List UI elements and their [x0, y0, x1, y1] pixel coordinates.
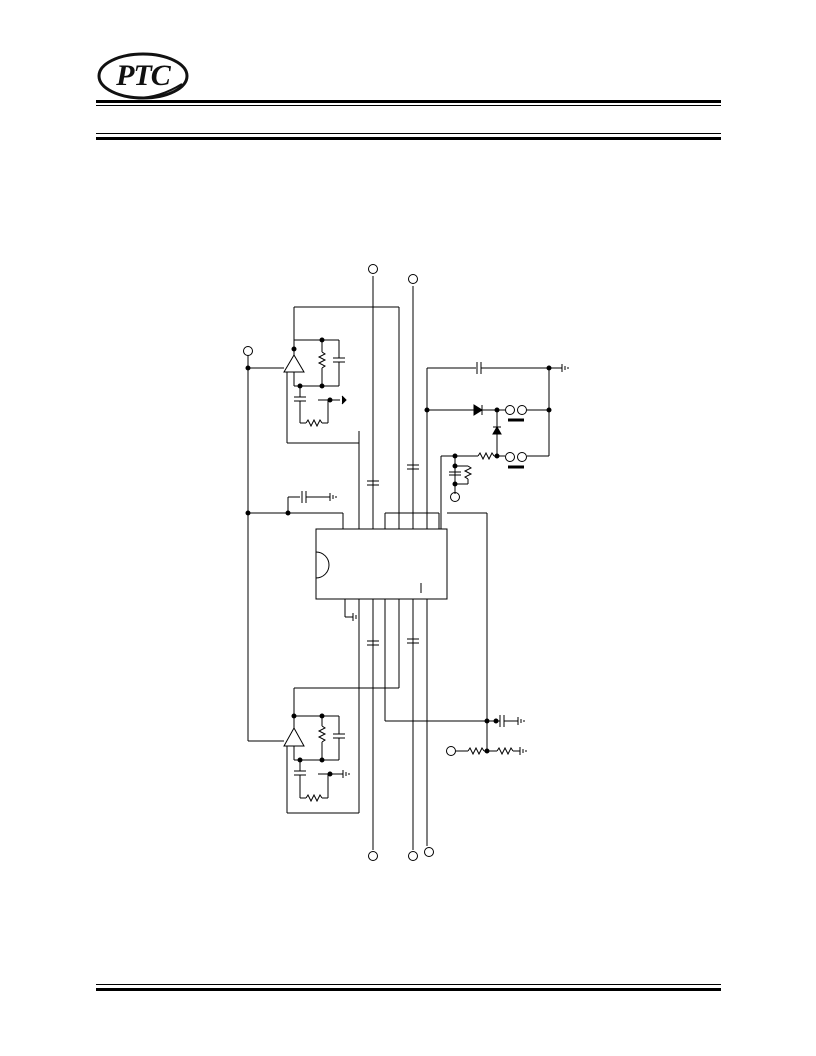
terminal-icon: [450, 492, 460, 502]
resistor-icon: [477, 451, 495, 461]
input-resistor-icon: [305, 418, 323, 428]
opamp-upper-icon: [283, 354, 305, 373]
diode-icon: [473, 404, 483, 416]
ground-icon: [517, 717, 525, 725]
feedback-resistor-icon: [317, 725, 327, 743]
ground-icon: [519, 747, 527, 755]
left-input-bus: [245, 355, 343, 742]
section-rule-thick: [96, 137, 721, 140]
ptc-logo: PTC: [96, 50, 190, 102]
coupling-capacitor-icon: [367, 464, 419, 646]
logo-oval-icon: [97, 52, 189, 100]
logo-text: PTC: [116, 59, 171, 92]
resistor-icon: [467, 746, 485, 756]
terminal-bottom-1: [368, 851, 378, 861]
upper-amplifier-stage: [283, 306, 399, 444]
header-rule-top-thick: [96, 100, 721, 103]
resistor-icon: [496, 746, 514, 756]
opamp-lower-icon: [283, 726, 305, 747]
ic-chip: [315, 528, 448, 600]
header-rule-top-thin: [96, 105, 721, 106]
footer-rule-thick: [96, 988, 721, 991]
footer-rule-thin: [96, 984, 721, 985]
ic-top-pins: [342, 276, 487, 529]
ground-icon: [341, 395, 347, 405]
led-icon: [505, 405, 515, 415]
feedback-resistor-icon: [317, 351, 327, 369]
ic-bottom-pins: [344, 599, 428, 850]
zener-diode-icon: [492, 425, 502, 435]
right-top-network: [424, 362, 569, 529]
ground-icon: [561, 364, 569, 372]
ground-icon: [352, 613, 360, 621]
input-resistor-icon: [305, 793, 323, 803]
right-bottom-network: [385, 513, 527, 756]
lower-amplifier-stage: [283, 687, 399, 814]
led-icon: [505, 452, 515, 462]
ground-icon: [342, 770, 350, 778]
terminal-bottom-2: [408, 851, 418, 861]
led-terminal-icon: [517, 452, 527, 462]
led-terminal-icon: [517, 405, 527, 415]
terminal-top-1: [368, 264, 378, 274]
section-rule-thin: [96, 133, 721, 134]
resistor-icon: [463, 465, 473, 480]
ground-icon: [329, 493, 337, 501]
terminal-left-input-1: [243, 346, 253, 356]
terminal-icon: [446, 746, 456, 756]
terminal-top-2: [408, 274, 418, 284]
terminal-bottom-3: [424, 847, 434, 857]
